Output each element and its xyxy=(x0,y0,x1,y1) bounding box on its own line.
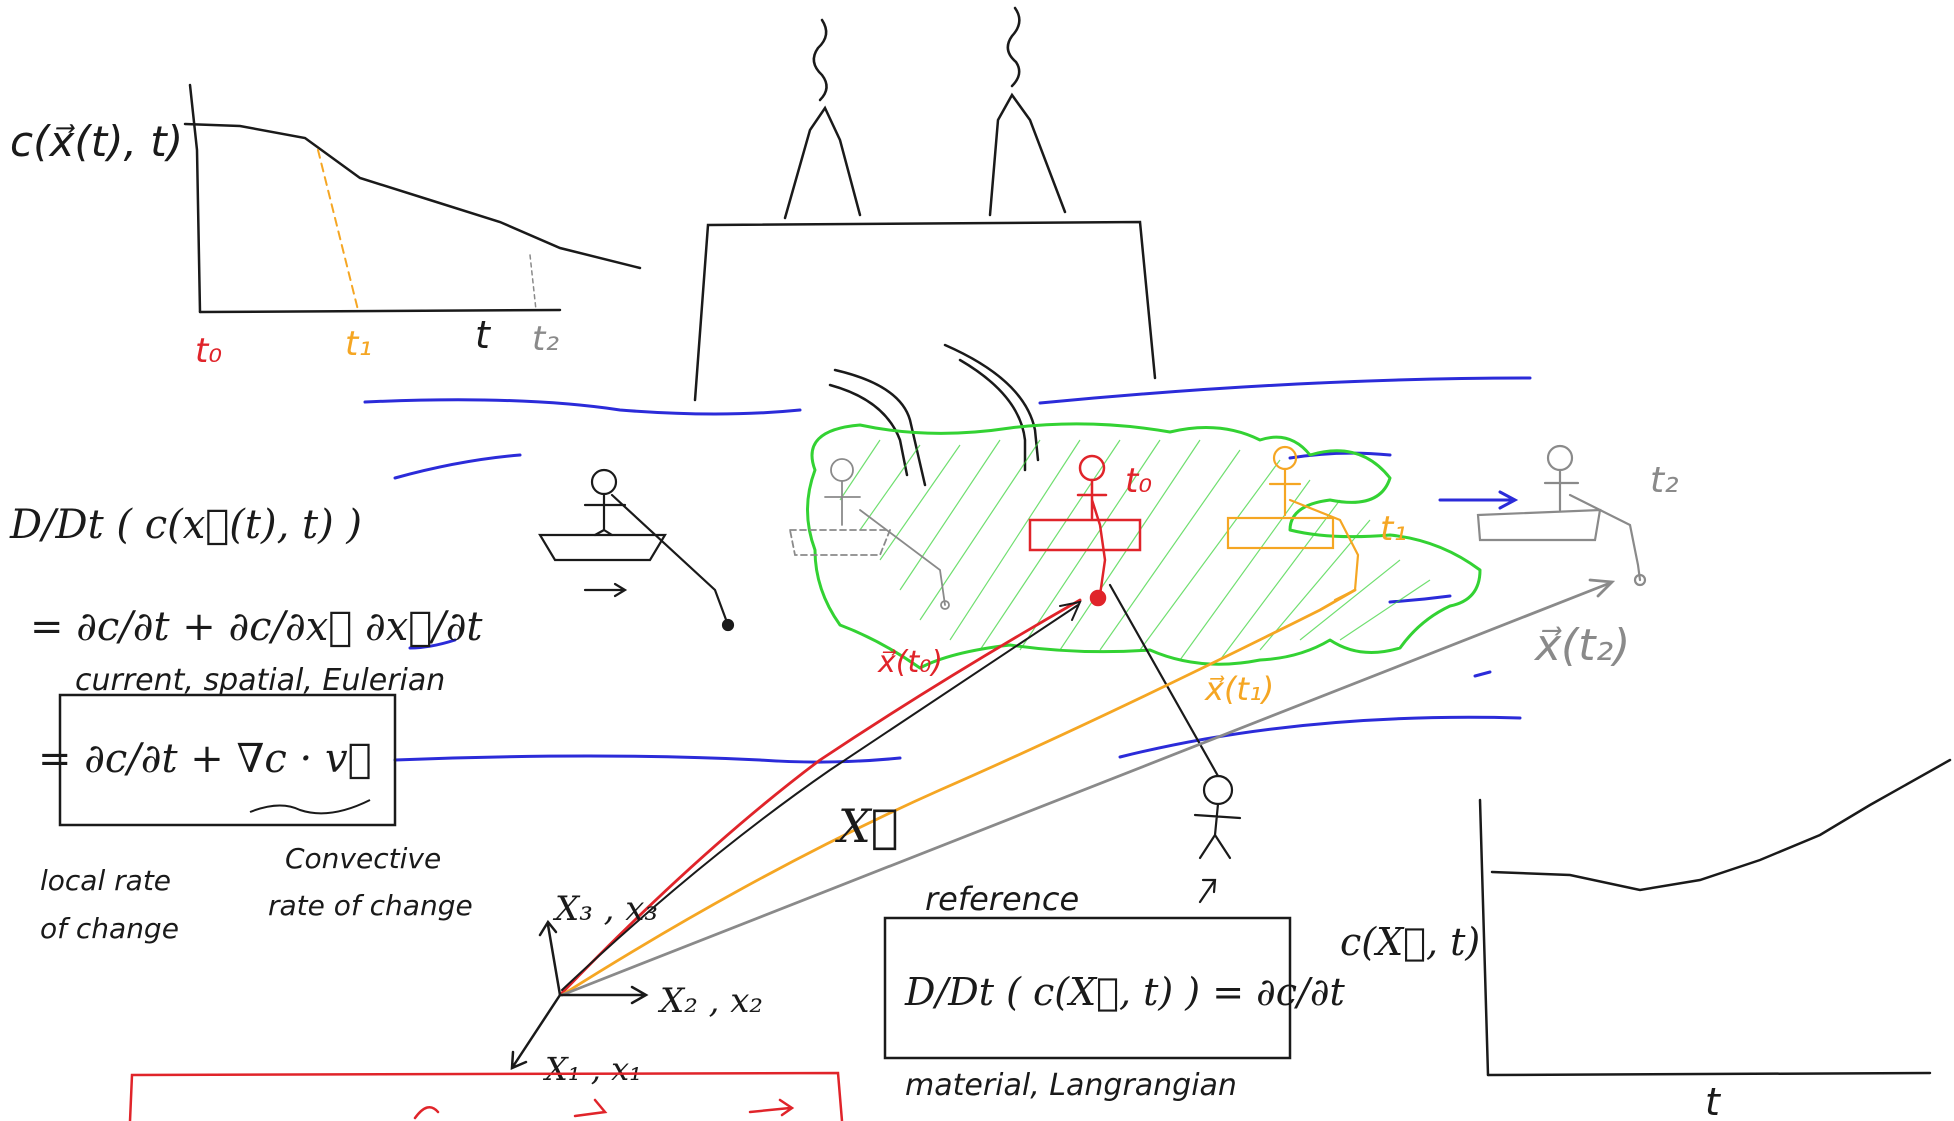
vector-x-t1 xyxy=(560,588,1357,997)
axis-x2-label: X₂ , x₂ xyxy=(657,981,763,1021)
axis-x3 xyxy=(538,919,562,997)
bottom-red-box-partial-formula xyxy=(413,1098,795,1120)
vector-X-reference xyxy=(561,600,1082,991)
vector-x-t2 xyxy=(560,578,1616,997)
plume-outline xyxy=(806,422,1482,670)
boater-head xyxy=(830,458,854,482)
top-graph-y-axis xyxy=(188,83,202,314)
top-graph-curve xyxy=(183,122,642,270)
fishing-weight xyxy=(940,600,950,610)
lagrange-reference-label: reference xyxy=(925,880,1079,918)
boater-body xyxy=(583,492,627,537)
top-concentration-graph xyxy=(183,83,642,314)
river-bank-mid xyxy=(408,594,1492,678)
fishing-weight xyxy=(721,618,735,632)
pollutant-plume xyxy=(806,422,1482,670)
boater-body xyxy=(1076,478,1108,597)
boater-body xyxy=(824,480,946,606)
convective-underline xyxy=(249,799,371,815)
bottom-red-box xyxy=(128,1071,844,1121)
bottom-graph-y-axis xyxy=(1478,798,1490,1077)
hatch-line xyxy=(839,439,1431,661)
fishing-weight xyxy=(1633,573,1647,587)
plume-hatching xyxy=(839,439,1431,661)
top-graph-t2-guide xyxy=(529,254,537,311)
boat-left xyxy=(538,468,735,632)
label-t0: t₀ xyxy=(1125,461,1152,501)
outflow-pipe-left xyxy=(828,368,927,487)
lagrange-boxed-equation: D/Dt ( c(X⃗, t) ) = ∂c/∂t xyxy=(904,970,1345,1014)
top-graph-tick-t0: t₀ xyxy=(195,331,222,371)
bottom-graph-curve xyxy=(1490,758,1952,892)
axis-x1-label: X₁ , x₁ xyxy=(542,1050,642,1088)
label-x-t0: x⃗(t₀) xyxy=(877,645,943,680)
boat-hull xyxy=(1476,508,1602,542)
axis-x2 xyxy=(558,985,649,1005)
river-flow-arrow xyxy=(1438,490,1519,510)
boat-hull xyxy=(788,529,892,556)
top-graph-t1-guide xyxy=(317,149,359,311)
boater-body xyxy=(1543,468,1642,582)
boat-t2 xyxy=(1476,444,1647,587)
boat-hull xyxy=(1226,516,1335,550)
top-graph-tick-t2: t₂ xyxy=(532,319,559,359)
chimney-right xyxy=(988,92,1067,217)
top-graph-y-label: c(x⃗(t), t) xyxy=(10,117,183,166)
river xyxy=(363,376,1532,764)
coordinate-axes xyxy=(510,919,649,1070)
note-local-rate-2: of change xyxy=(40,912,179,945)
euler-box xyxy=(58,693,397,827)
euler-lhs: D/Dt ( c(x⃗(t), t) ) xyxy=(9,502,362,548)
label-t1: t₁ xyxy=(1380,509,1407,549)
vector-x-t0 xyxy=(558,598,1082,997)
boat-t1 xyxy=(1226,445,1360,602)
river-bank-top-1 xyxy=(363,376,1532,416)
factory-drawing xyxy=(693,6,1157,487)
label-x-t1: x⃗(t₁) xyxy=(1204,670,1274,708)
note-convective-1: Convective xyxy=(285,842,441,875)
top-graph-tick-t: t xyxy=(475,313,492,357)
lagrange-box xyxy=(883,916,1292,1060)
outflow-pipe-right xyxy=(943,343,1040,472)
note-convective-2: rate of change xyxy=(268,889,473,922)
label-X-vector: X⃗ xyxy=(835,799,898,853)
smoke-left xyxy=(812,18,828,102)
boat-left-arrow xyxy=(583,582,628,598)
boat-hull xyxy=(538,533,667,562)
boat-hull xyxy=(1028,518,1142,552)
label-t2: t₂ xyxy=(1650,460,1679,501)
observer-body xyxy=(1193,802,1242,860)
euler-expansion: = ∂c/∂t + ∂c/∂x⃗ ∂x⃗/∂t xyxy=(30,604,483,650)
euler-boxed-equation: = ∂c/∂t + ∇c · v⃗ xyxy=(38,736,372,782)
river-bank-bottom xyxy=(393,715,1522,764)
observer-arrow xyxy=(1198,878,1217,904)
label-x-t2: x⃗(t₂) xyxy=(1533,620,1630,671)
chimney-left xyxy=(783,105,862,220)
lagrange-caption: material, Langrangian xyxy=(905,1068,1237,1103)
bottom-concentration-graph xyxy=(1478,758,1952,1077)
boater-head xyxy=(1546,444,1574,472)
top-graph-x-axis xyxy=(198,308,562,314)
boater-head xyxy=(1078,454,1106,482)
boater-head xyxy=(590,468,618,496)
boat-t0 xyxy=(1028,454,1142,607)
bottom-graph-y-label: c(X⃗, t) xyxy=(1340,920,1480,964)
bottom-graph-x-axis xyxy=(1486,1071,1932,1077)
fishing-line xyxy=(610,493,730,627)
axis-x3-label: X₃ , x₃ xyxy=(552,889,658,929)
particle-t0 xyxy=(1089,589,1107,607)
axis-x1 xyxy=(510,993,562,1070)
river-bank-top-2 xyxy=(393,451,1392,480)
factory-building xyxy=(693,220,1157,402)
euler-caption: current, spatial, Eulerian xyxy=(75,663,445,698)
note-local-rate-1: local rate xyxy=(40,864,171,897)
smoke-right xyxy=(1006,6,1021,88)
observer-head xyxy=(1202,774,1234,806)
bottom-graph-x-label: t xyxy=(1705,1080,1722,1121)
boat-faded xyxy=(788,458,950,610)
top-graph-tick-t1: t₁ xyxy=(345,324,372,364)
position-vectors xyxy=(558,578,1616,997)
